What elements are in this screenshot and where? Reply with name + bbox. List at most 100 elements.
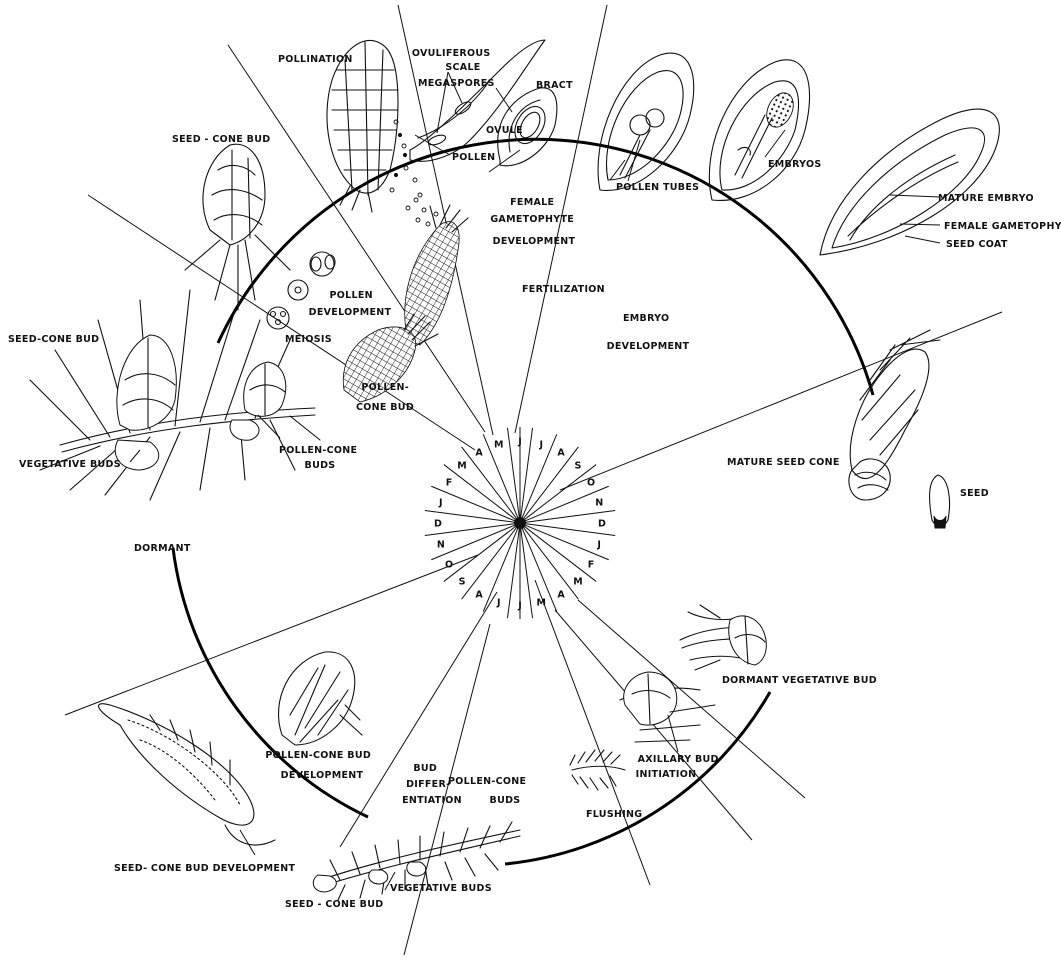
flushing-label: FLUSHING xyxy=(586,809,642,820)
month-label-21: M xyxy=(457,461,466,472)
fgd-line-1: FEMALE xyxy=(510,197,554,208)
female-gametophyte-label: FEMALE GAMETOPHYTE xyxy=(944,221,1061,232)
month-label-9: M xyxy=(573,576,582,587)
month-label-5: N xyxy=(595,497,603,508)
dial-spoke xyxy=(522,526,578,599)
abi-line-1: AXILLARY BUD xyxy=(638,754,719,765)
pollen-cone-buds-left-label: POLLEN-CONE BUDS xyxy=(279,445,361,471)
abi-line-2: INITIATION xyxy=(636,769,697,780)
leader-lines xyxy=(130,72,940,890)
month-label-7: J xyxy=(596,540,601,551)
labels: POLLINATION OVULIFEROUS SCALE MEGASPORES… xyxy=(8,48,1061,910)
ovule-label: OVULE xyxy=(486,125,523,136)
seed-cone-bud-top-label: SEED - CONE BUD xyxy=(172,134,270,145)
dial-spoke xyxy=(521,428,533,519)
month-label-8: F xyxy=(588,560,595,571)
dial-spoke xyxy=(462,447,518,520)
seed-cone-bud-bottom-label: SEED - CONE BUD xyxy=(285,899,383,910)
month-label-14: A xyxy=(475,590,483,601)
pcb-left-line-1: POLLEN-CONE xyxy=(279,445,357,456)
fgd-line-2: GAMETOPHYTE xyxy=(490,214,574,225)
seed-cone-bud-left-label: SEED-CONE BUD xyxy=(8,334,99,345)
month-label-2: A xyxy=(557,447,565,458)
pollen-cone-bud-line-2: CONE BUD xyxy=(356,402,414,413)
month-dial: JASONDJFMAMJJASONDJFMAMJ xyxy=(425,427,615,619)
dial-spoke xyxy=(523,525,596,581)
ovuliferous-scale-line-1: OVULIFEROUS xyxy=(412,48,491,59)
axillary-bud-illustration xyxy=(620,672,715,742)
month-label-16: O xyxy=(445,560,453,571)
pollen-development-line-1: POLLEN xyxy=(330,290,373,301)
dormant-vegetative-bud-label: DORMANT VEGETATIVE BUD xyxy=(722,675,877,686)
dial-spoke xyxy=(483,527,518,612)
fgd-line-3: DEVELOPMENT xyxy=(493,236,576,247)
pcb-left-line-2: BUDS xyxy=(305,460,336,471)
pcb-bottom-line-1: POLLEN-CONE xyxy=(448,776,526,787)
flushing-shoot-illustration xyxy=(570,750,625,790)
pollen-cone-bud-line-1: POLLEN- xyxy=(361,382,409,393)
month-label-23: M xyxy=(494,439,503,450)
month-label-13: J xyxy=(496,598,501,609)
pollen-tubes-label: POLLEN TUBES xyxy=(616,182,699,193)
bud-diff-line-1: BUD xyxy=(413,763,437,774)
pollen-cone-illustration xyxy=(343,205,468,402)
month-label-11: M xyxy=(536,598,545,609)
dial-spoke xyxy=(523,465,596,521)
embryos-label: EMBRYOS xyxy=(768,159,822,170)
meiosis-label: MEIOSIS xyxy=(285,334,332,345)
pollination-label: POLLINATION xyxy=(278,54,353,65)
seed-coat-label: SEED COAT xyxy=(946,239,1008,250)
ovuliferous-scale-label: OVULIFEROUS SCALE xyxy=(412,48,494,73)
month-label-4: O xyxy=(587,478,595,489)
dial-spoke xyxy=(522,447,578,520)
pollen-development-line-2: DEVELOPMENT xyxy=(309,307,392,318)
sector-divider-lines xyxy=(65,5,1002,955)
month-label-3: S xyxy=(575,461,582,472)
mature-seed-illustration xyxy=(820,109,999,255)
pcb-bottom-line-2: BUDS xyxy=(490,795,521,806)
mature-seed-cone-illustration xyxy=(849,330,950,528)
dial-spoke xyxy=(521,527,533,618)
month-label-19: J xyxy=(438,497,443,508)
pollen-development-label: POLLEN DEVELOPMENT xyxy=(309,290,392,318)
megaspores-label: MEGASPORES xyxy=(418,78,495,89)
seed-cone-bud-top-illustration xyxy=(185,144,290,310)
dial-spoke xyxy=(462,526,518,599)
axillary-bud-initiation-label: AXILLARY BUD INITIATION xyxy=(636,754,723,780)
embryo-development-label: EMBRYO DEVELOPMENT xyxy=(607,313,690,352)
pollen-cone-bud-development-illustration xyxy=(279,652,362,745)
bud-diff-line-2: DIFFER- xyxy=(406,779,450,790)
seed-label: SEED xyxy=(960,488,989,499)
bud-diff-line-3: ENTIATION xyxy=(402,795,462,806)
bract-label: BRACT xyxy=(536,80,573,91)
vegetative-buds-bottom-label: VEGETATIVE BUDS xyxy=(390,883,492,894)
dial-spoke xyxy=(431,486,516,521)
month-label-10: A xyxy=(557,590,565,601)
pollinating-seed-cone-illustration xyxy=(327,40,438,226)
mature-embryo-label: MATURE EMBRYO xyxy=(938,193,1034,204)
month-label-22: A xyxy=(475,447,483,458)
pollen-label: POLLEN xyxy=(452,152,495,163)
pcbd-line-1: POLLEN-CONE BUD xyxy=(265,750,371,761)
month-label-20: F xyxy=(446,478,453,489)
dial-spoke xyxy=(444,465,517,521)
dial-spoke xyxy=(444,525,517,581)
pcbd-line-2: DEVELOPMENT xyxy=(281,770,364,781)
embryo-development-line-1: EMBRYO xyxy=(623,313,669,324)
vegetative-buds-left-label: VEGETATIVE BUDS xyxy=(19,459,121,470)
fertilization-label: FERTILIZATION xyxy=(522,284,605,295)
seed-cone-bud-development-label: SEED- CONE BUD DEVELOPMENT xyxy=(114,863,295,874)
month-label-18: D xyxy=(434,519,442,530)
embryo-development-line-2: DEVELOPMENT xyxy=(607,341,690,352)
mature-seed-cone-label: MATURE SEED CONE xyxy=(727,457,840,468)
pollen-cone-bud-development-label: POLLEN-CONE BUD DEVELOPMENT xyxy=(265,750,374,781)
dormant-label: DORMANT xyxy=(134,543,191,554)
month-label-15: S xyxy=(459,576,466,587)
month-label-17: N xyxy=(437,540,445,551)
dormant-vegetative-bud-illustration xyxy=(680,605,766,670)
dial-spoke xyxy=(524,525,609,560)
embryos-ovule-illustration xyxy=(709,60,809,201)
ovuliferous-scale-line-2: SCALE xyxy=(445,62,480,73)
month-label-6: D xyxy=(598,519,606,530)
